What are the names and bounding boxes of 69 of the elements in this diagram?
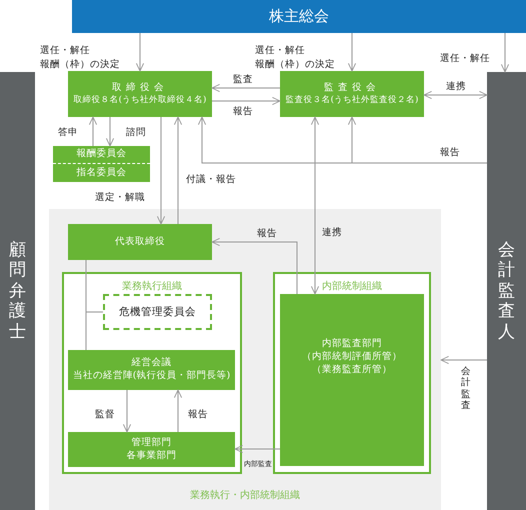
side-bar <box>0 72 35 510</box>
arrow <box>212 238 298 294</box>
arrow <box>348 32 356 72</box>
edge-label: 報告 <box>257 227 278 241</box>
edge-label: 答申 <box>58 126 79 140</box>
edge-label: 選任・解任報酬（枠）の決定 <box>255 44 336 72</box>
side-title: 顧問弁護士 <box>9 240 26 342</box>
box-text: 監査役３名(うち社外監査役２名) <box>286 94 418 106</box>
group-title: 業務執行組織 <box>121 280 183 293</box>
board-box <box>68 71 212 117</box>
edge-label: 報告 <box>188 408 209 422</box>
box-title: 内部監査部門 <box>322 338 382 351</box>
arrow <box>174 390 182 432</box>
box-text: （内部統制評価所管） <box>302 351 402 364</box>
region-panel <box>49 209 441 510</box>
arrow <box>234 444 280 454</box>
process-box <box>68 350 235 390</box>
edge-label: 連携 <box>446 80 467 94</box>
group-box <box>62 272 242 474</box>
arrow <box>424 90 488 100</box>
committee-box <box>103 294 212 330</box>
box-text: 当社の経営陣(執行役員・部門長等) <box>72 370 230 383</box>
side-title: 会計監査人 <box>498 240 515 342</box>
edge-label: 監督 <box>95 408 116 422</box>
box-text: （業務監査所管） <box>312 364 392 377</box>
group-title: 業務執行・内部統制組織 <box>189 488 301 502</box>
arrow <box>348 116 488 164</box>
arrow <box>212 96 280 106</box>
edge-label: 付議・報告 <box>186 173 237 187</box>
box-title: 管理部門 <box>132 436 172 450</box>
box-title: 取締役会 <box>112 82 168 95</box>
arrow <box>136 32 144 72</box>
process-box <box>68 432 235 467</box>
arrow <box>500 32 510 72</box>
edge-label: 諮問 <box>126 126 147 140</box>
edge-label: 選任・解任 <box>440 52 491 66</box>
edge-label: 報告 <box>233 105 254 119</box>
box-title: 経営会議 <box>132 357 172 370</box>
arrow <box>88 116 98 146</box>
box-title: 株主総会 <box>269 7 329 26</box>
box-title: 代表取締役 <box>115 236 165 248</box>
arrow <box>174 116 182 224</box>
box-title: 指名委員会 <box>76 166 126 180</box>
edge-label: 監査 <box>233 73 254 87</box>
edge-label: 選任・解任報酬（枠）の決定 <box>40 44 121 72</box>
group-title: 内部統制組織 <box>321 280 383 293</box>
box-title: 危機管理委員会 <box>119 305 196 319</box>
arrow <box>106 116 114 146</box>
box-title: 報酬委員会 <box>76 148 126 161</box>
committee-box <box>53 163 150 182</box>
arrow <box>156 116 166 224</box>
box-title: 監査役会 <box>324 82 380 95</box>
box-text: 各事業部門 <box>126 450 176 462</box>
process-box <box>280 294 424 466</box>
edge-label: 連携 <box>322 226 343 240</box>
arrow <box>212 84 280 92</box>
committee-box <box>53 146 150 163</box>
board-box <box>280 71 424 117</box>
side-bar <box>487 72 526 510</box>
edge-label: 会計監査 <box>461 366 470 412</box>
arrow <box>440 356 488 364</box>
edge-label: 選定・解職 <box>95 191 146 205</box>
header-bar <box>72 0 526 33</box>
edge-label: 報告 <box>440 146 461 160</box>
group-box <box>273 272 431 474</box>
arrow <box>122 390 132 432</box>
arrow <box>310 116 320 294</box>
process-box <box>68 224 212 260</box>
box-text: 取締役８名(うち社外取締役４名) <box>74 94 206 106</box>
